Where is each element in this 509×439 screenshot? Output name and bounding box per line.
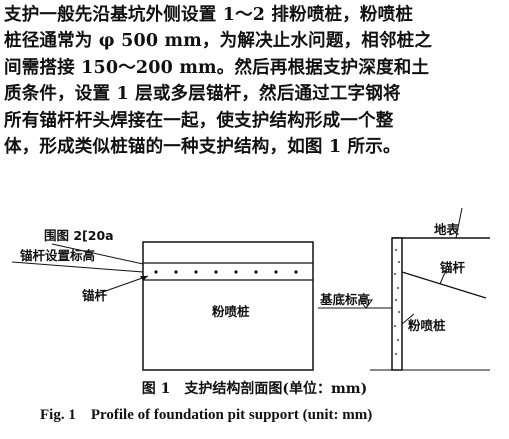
anchor-dots — [154, 270, 298, 274]
paragraph-line: 间需搭接 150～200 mm。然后再根据支护深度和土 — [4, 57, 430, 78]
anchor-arrow — [140, 276, 148, 281]
paragraph-line: 桩径通常为 φ 500 mm，为解决止水问题，相邻桩之 — [4, 31, 433, 52]
waler-leader — [51, 243, 144, 265]
paragraph-line: 质条件，设置 1 层或多层锚杆，然后通过工字钢将 — [4, 84, 401, 105]
pile-section — [391, 237, 403, 371]
pile-section-hatch — [394, 249, 400, 355]
label-pile-section: 粉喷桩 — [408, 318, 446, 333]
caption-english: Fig. 1 Profile of foundation pit support… — [40, 407, 373, 423]
paragraph-line: 支护一般先沿基坑外侧设置 1～2 排粉喷桩，粉喷桩 — [4, 5, 414, 25]
label-anchor-right: 锚杆 — [440, 260, 466, 275]
section-anchor-leader — [439, 269, 447, 285]
ground-leader — [455, 207, 463, 239]
label-pile-front: 粉喷桩 — [212, 304, 250, 319]
label-anchor-level: 锚杆设置标高 — [20, 248, 95, 263]
label-anchor-left: 锚杆 — [82, 288, 108, 303]
support-profile-figure: 围图 2[20a 锚杆设置标高 锚杆 粉喷桩 地表 锚杆 基底标高 粉喷桩 — [11, 207, 490, 371]
anchor-level-leader — [11, 261, 144, 273]
label-ground: 地表 — [434, 222, 460, 237]
label-waler: 围图 2[20a — [44, 228, 114, 243]
anchor-leader — [99, 275, 149, 294]
caption-chinese: 图 1 支护结构剖面图(单位：mm) — [141, 381, 368, 397]
pile-wall-rect — [142, 241, 314, 371]
base-level-marker — [359, 299, 373, 309]
body-paragraph: 支护一般先沿基坑外侧设置 1～2 排粉喷桩，粉喷桩 桩径通常为 φ 500 mm… — [4, 2, 504, 160]
section-anchor-line — [401, 271, 487, 299]
section-pile-leader — [401, 313, 415, 325]
paragraph-line: 体，形成类似桩锚的一种支护结构，如图 1 所示。 — [4, 137, 401, 158]
label-base-level: 基底标高 — [319, 292, 370, 307]
paragraph-line: 所有锚杆杆头焊接在一起，使支护结构形成一个整 — [4, 110, 394, 131]
